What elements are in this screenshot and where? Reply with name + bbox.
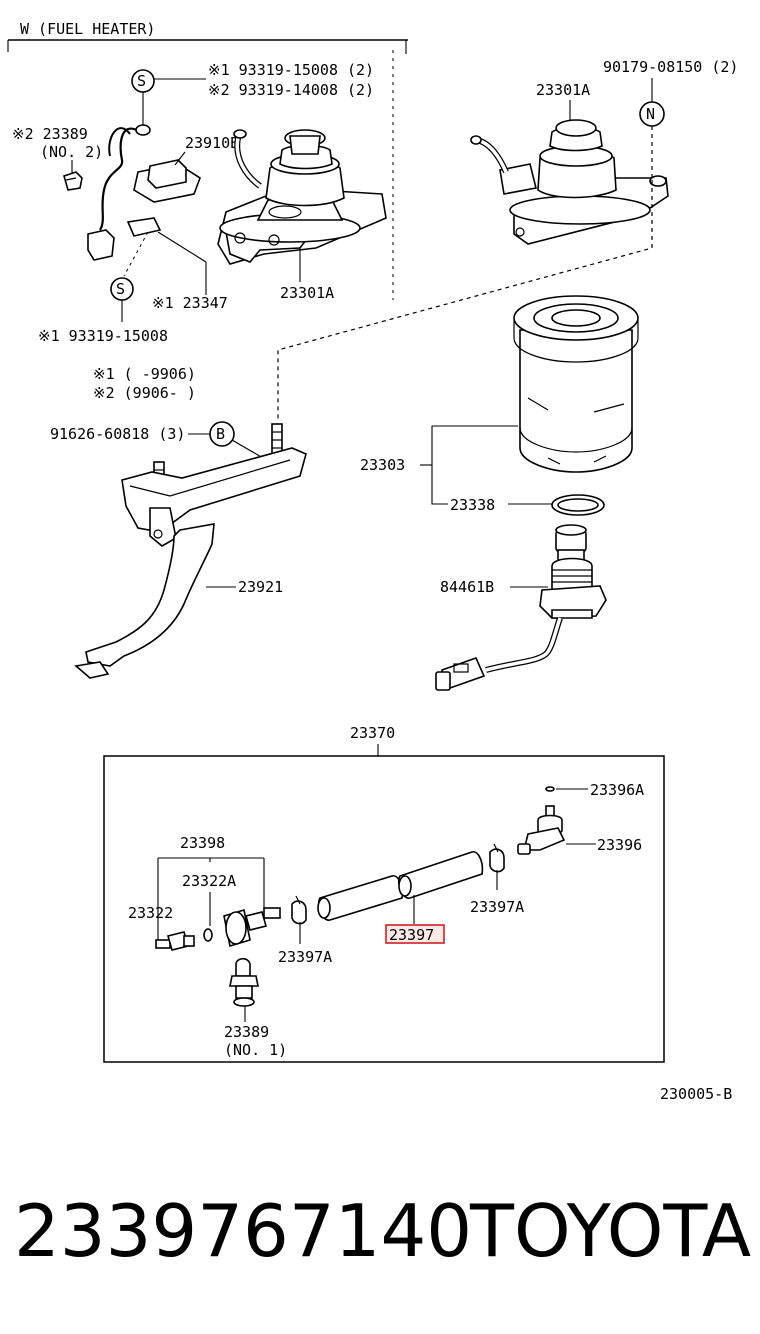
filter-part[interactable] [513, 295, 639, 473]
label-bracket-head-right: 23301A [536, 81, 590, 99]
air-vent-part[interactable] [545, 786, 555, 792]
label-bolt-n: 90179-08150 (2) [603, 58, 738, 76]
label-date-2: ※2 (9906- ) [93, 384, 196, 402]
label-clamp-2-no: (NO. 2) [40, 143, 103, 161]
label-bolt-b: 91626-60818 (3) [50, 425, 185, 443]
label-clamp-no1-code: 23389 [224, 1023, 269, 1041]
filter-head-left-part[interactable] [217, 129, 387, 265]
label-air-vent: 23396A [590, 781, 644, 799]
footer-part-number: 2339767140 [14, 1189, 472, 1273]
label-screw-note-1: ※1 93319-15008 (2) [208, 61, 374, 79]
label-clip-a-left: 23397A [278, 948, 332, 966]
screw-s-bottom[interactable]: S [110, 277, 134, 301]
vent-plug-part[interactable] [517, 805, 566, 855]
label-hose-group: 23398 [180, 834, 225, 852]
bolt-b-symbol[interactable]: B [209, 421, 235, 447]
label-heater-switch: 23910B [185, 134, 239, 152]
sensor-part[interactable] [435, 524, 607, 691]
label-set-no: 23370 [350, 724, 395, 742]
label-plug-a: 23322A [182, 872, 236, 890]
footer-brand: TOYOTA [469, 1189, 751, 1273]
clamp-no1-part[interactable] [229, 957, 259, 1007]
label-hose-highlight[interactable]: 23397 [389, 926, 434, 944]
label-screw-note-2: ※2 93319-14008 (2) [208, 81, 374, 99]
figure-code: 230005-B [660, 1085, 732, 1103]
label-clip-a-right: 23397A [470, 898, 524, 916]
label-clamp-no1-no: (NO. 1) [224, 1041, 287, 1059]
label-vent-plug: 23396 [597, 836, 642, 854]
label-date-1: ※1 ( -9906) [93, 365, 196, 383]
clip-a-left-part[interactable] [291, 895, 307, 925]
plug-part[interactable] [155, 931, 195, 951]
plug-a-part[interactable] [223, 907, 281, 948]
bolt-n-symbol[interactable]: N [639, 101, 665, 127]
hose-part[interactable] [317, 851, 484, 921]
section-title: W (FUEL HEATER) [20, 20, 155, 38]
heater-switch-part[interactable] [87, 124, 201, 261]
label-plug: 23322 [128, 904, 173, 922]
label-gasket: 23338 [450, 496, 495, 514]
label-bracket-head-left: 23301A [280, 284, 334, 302]
bracket-part[interactable] [74, 423, 307, 679]
clamp-no2-part[interactable] [63, 171, 83, 191]
clip-a-right-part[interactable] [489, 843, 505, 873]
s-symbol-top: S [137, 72, 146, 90]
o-ring-part[interactable] [203, 928, 213, 942]
gasket-part[interactable] [551, 494, 605, 516]
b-symbol: B [216, 425, 225, 443]
label-screw-bottom: ※1 93319-15008 [38, 327, 168, 345]
label-sensor: 84461B [440, 578, 494, 596]
filter-head-right-part[interactable] [470, 119, 669, 245]
screw-s-top[interactable]: S [131, 69, 155, 93]
s-symbol-bottom: S [116, 280, 125, 298]
label-bracket: 23921 [238, 578, 283, 596]
label-clamp-1-code: ※1 23347 [152, 294, 228, 312]
set-box [103, 755, 665, 1063]
label-clamp-2-code: ※2 23389 [12, 125, 88, 143]
n-symbol: N [646, 105, 655, 123]
hose-highlight-box [385, 924, 445, 944]
label-filter: 23303 [360, 456, 405, 474]
